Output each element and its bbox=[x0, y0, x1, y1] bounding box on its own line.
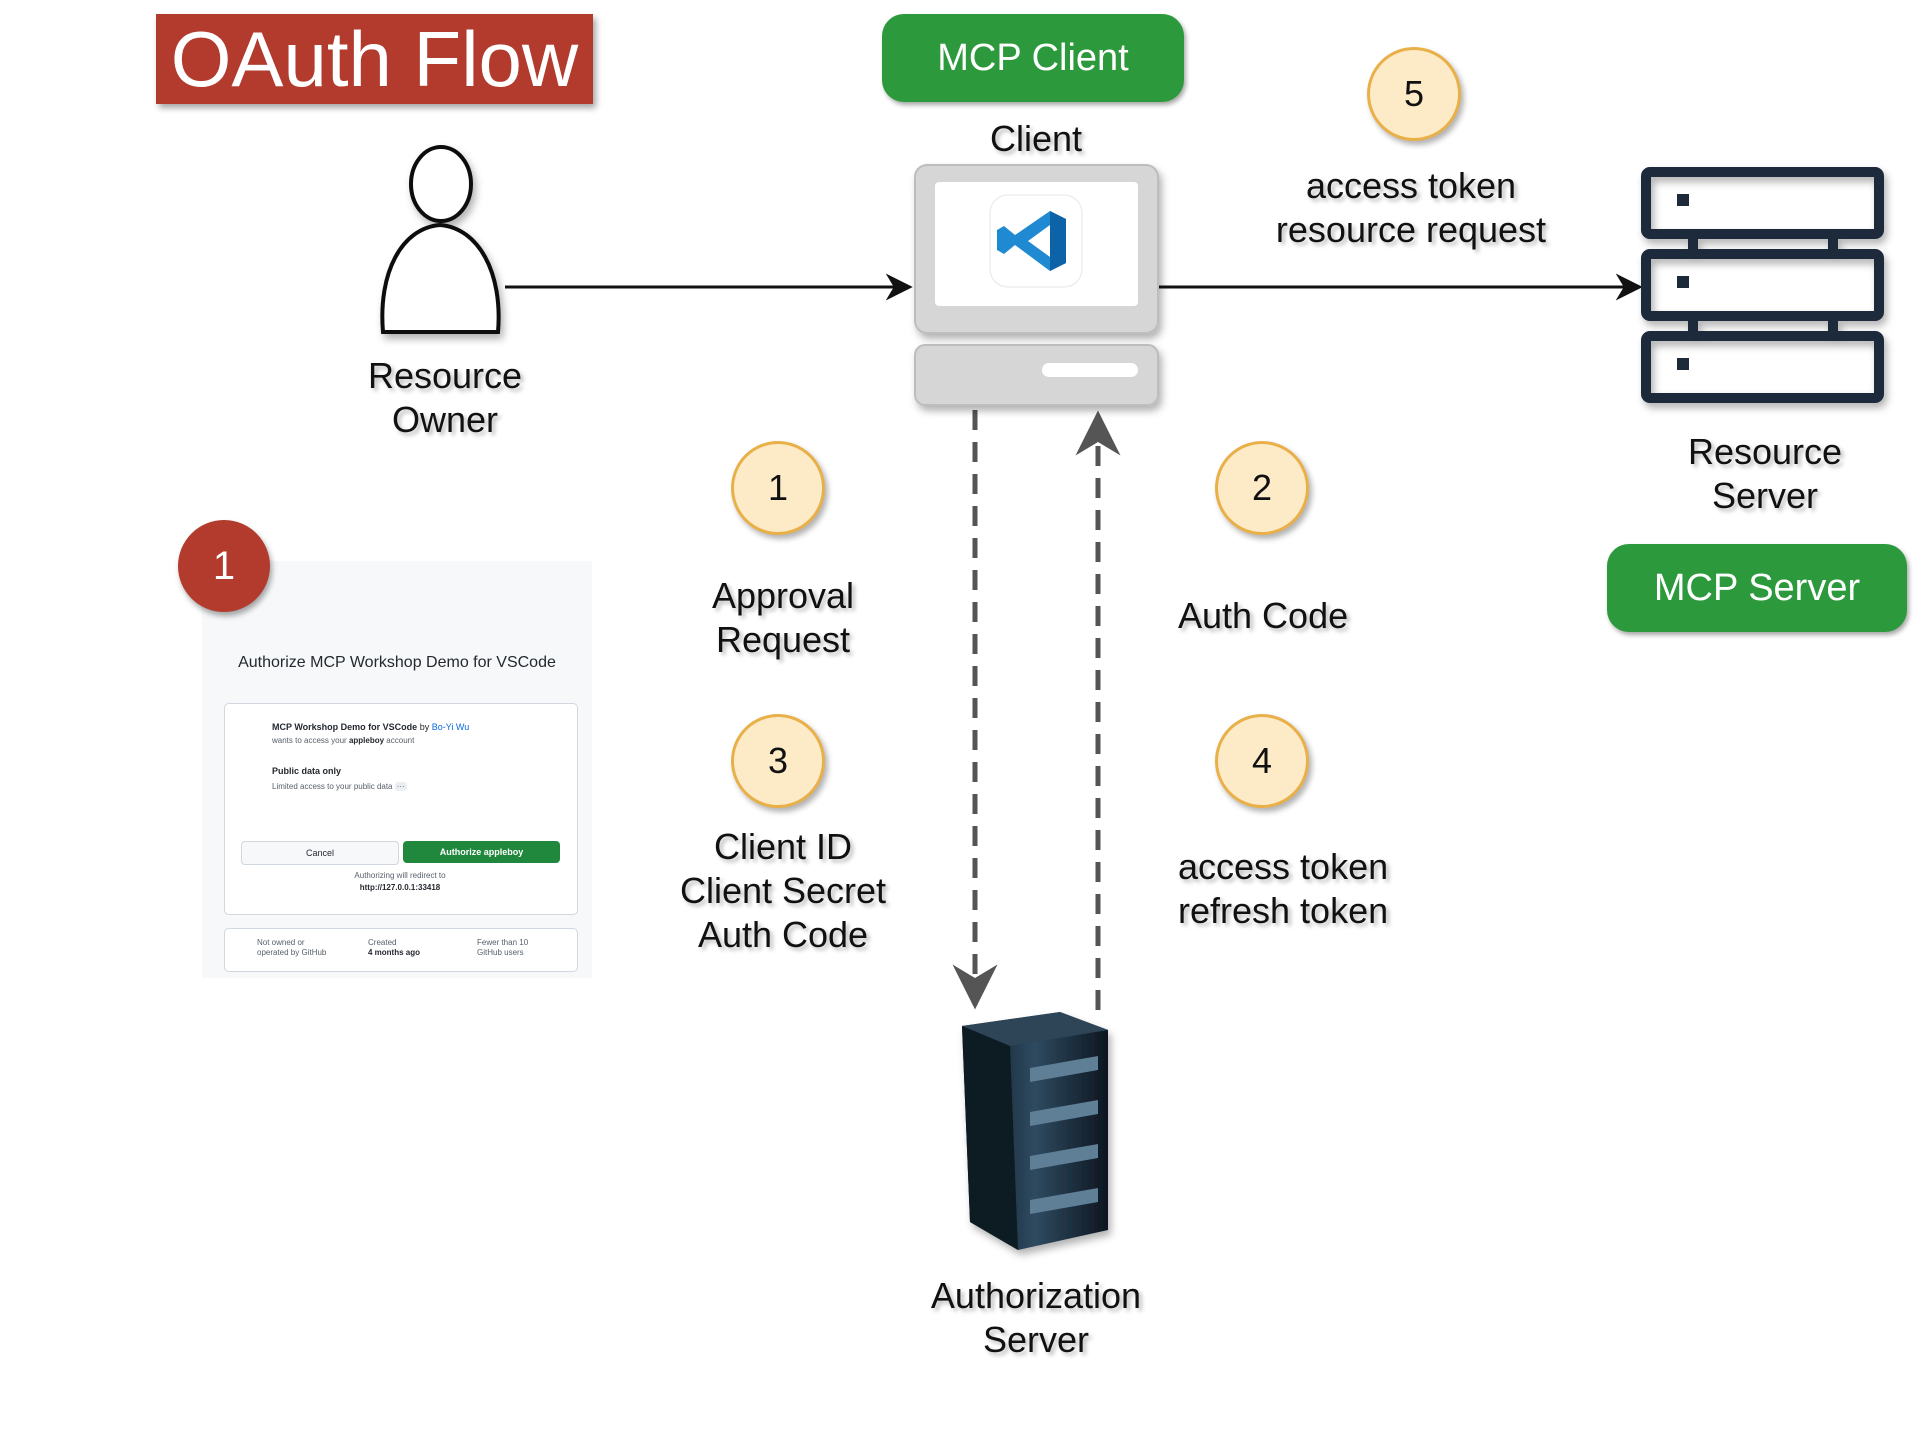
step-5-label: access token resource request bbox=[1275, 165, 1547, 250]
rack-server-icon bbox=[1641, 167, 1884, 403]
step-3-label: Client ID Client Secret Auth Code bbox=[679, 826, 887, 955]
auth-heading: Authorize MCP Workshop Demo for VSCode bbox=[238, 654, 556, 671]
authorization-server-label: Authorization Server bbox=[930, 1275, 1142, 1360]
rack-server-leds bbox=[1677, 194, 1689, 370]
footer-created-note: Created 4 months ago bbox=[368, 938, 421, 957]
mcp-server-pill: MCP Server bbox=[1607, 544, 1907, 632]
step-1-badge: 1 bbox=[731, 441, 825, 535]
step-3-badge: 3 bbox=[731, 714, 825, 808]
vscode-icon bbox=[989, 194, 1083, 288]
auth-card bbox=[224, 703, 578, 915]
step-2-label: Auth Code bbox=[1178, 595, 1349, 636]
redirect-note: Authorizing will redirect to bbox=[354, 871, 446, 880]
author-link[interactable]: Bo-Yi Wu bbox=[431, 722, 470, 732]
step-4-badge: 4 bbox=[1215, 714, 1309, 808]
scope-more-button[interactable]: ··· bbox=[394, 782, 407, 791]
step-5-badge: 5 bbox=[1367, 47, 1461, 141]
step-2-badge: 2 bbox=[1215, 441, 1309, 535]
step-1-label: Approval Request bbox=[711, 575, 855, 660]
footer-owner-note: Not owned or operated by GitHub bbox=[257, 938, 327, 957]
person-icon bbox=[380, 145, 501, 334]
wants-access-line: wants to access your appleboy account bbox=[272, 736, 415, 745]
auth-footer bbox=[224, 928, 578, 972]
app-name: MCP Workshop Demo for VSCode bbox=[272, 722, 418, 732]
diagram-title: OAuth Flow bbox=[170, 15, 579, 103]
resource-owner-label: Resource Owner bbox=[367, 355, 523, 440]
footer-users-note: Fewer than 10 GitHub users bbox=[477, 938, 529, 957]
client-label: Client bbox=[989, 118, 1083, 159]
by-text: by bbox=[419, 722, 430, 732]
redirect-url: http://127.0.0.1:33418 bbox=[359, 883, 441, 892]
cancel-button[interactable]: Cancel bbox=[241, 841, 399, 865]
screenshot-step-badge: 1 bbox=[178, 520, 270, 612]
app-name-line: MCP Workshop Demo for VSCode by Bo-Yi Wu bbox=[272, 722, 469, 732]
tower-server-icon bbox=[962, 1012, 1108, 1250]
step-4-label: access token refresh token bbox=[1178, 846, 1389, 931]
mcp-client-pill: MCP Client bbox=[882, 14, 1184, 102]
account-name: appleboy bbox=[348, 736, 385, 745]
resource-server-label: Resource Server bbox=[1687, 431, 1843, 516]
scope-title: Public data only bbox=[272, 766, 342, 776]
scope-desc-line: Limited access to your public data ··· bbox=[272, 782, 407, 791]
title-box bbox=[156, 14, 593, 104]
authorize-button[interactable]: Authorize appleboy bbox=[403, 841, 560, 863]
